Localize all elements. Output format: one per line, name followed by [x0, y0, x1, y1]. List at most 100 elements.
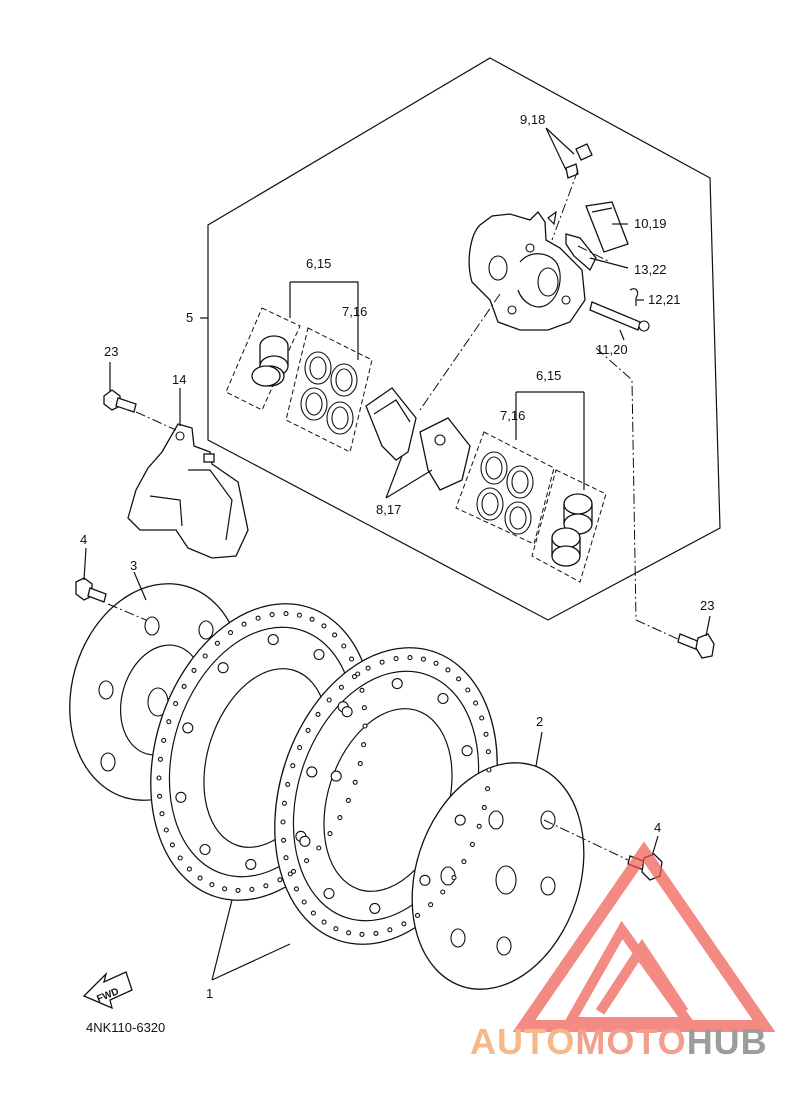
disc-drill-hole	[362, 723, 368, 729]
callout-14: 14	[172, 372, 186, 387]
brake-pads	[365, 387, 471, 491]
disc-drill-hole	[245, 858, 257, 870]
disc-drill-hole	[227, 630, 234, 636]
caliper-assembly-outline	[207, 57, 721, 621]
disc-drill-hole	[315, 711, 321, 717]
disc-drill-hole	[296, 612, 302, 618]
bolt-4-left	[75, 577, 107, 603]
disc-drill-hole	[461, 859, 467, 865]
disc-drill-hole	[359, 931, 365, 937]
disc-drill-hole	[486, 767, 492, 773]
disc-drill-hole	[393, 656, 399, 662]
disc-drill-hole	[387, 927, 393, 933]
disc-drill-hole	[283, 611, 289, 617]
disc-drill-hole	[297, 745, 303, 751]
disc-drill-hole	[345, 797, 351, 803]
disc-drill-hole	[338, 684, 344, 690]
disc-drill-hole	[341, 643, 347, 649]
disc-drill-hole	[186, 866, 192, 872]
disc-drill-hole	[357, 761, 363, 767]
watermark-text: AUTOMOTOHUB	[470, 1021, 768, 1062]
disc-drill-hole	[341, 706, 353, 718]
disc-drill-hole	[476, 823, 482, 829]
disc-drill-hole	[407, 655, 413, 661]
callout-23-left: 23	[104, 344, 118, 359]
callout-8-17: 8,17	[376, 502, 401, 517]
callout-13-22: 13,22	[634, 262, 667, 277]
disc-drill-hole	[182, 722, 194, 734]
disc-drill-hole	[287, 871, 293, 877]
disc-drill-hole	[333, 926, 339, 932]
disc-drill-hole	[156, 775, 162, 781]
disc-drill-hole	[161, 737, 167, 743]
disc-drill-hole	[285, 781, 291, 787]
disc-drill-hole	[263, 883, 269, 889]
disc-drill-hole	[326, 697, 332, 703]
disc-drill-hole	[361, 705, 367, 711]
callout-7-16-right: 7,16	[500, 408, 525, 423]
disc-drill-hole	[327, 831, 333, 837]
retaining-clip	[565, 233, 597, 272]
disc-drill-hole	[290, 868, 297, 874]
rear-disc-drill-holes-outer	[280, 655, 492, 937]
disc-drill-hole	[277, 877, 283, 883]
disc-drill-hole	[173, 701, 179, 707]
disc-drill-hole	[163, 827, 169, 833]
disc-drill-hole	[332, 632, 338, 638]
callout-11-20: 11,20	[596, 342, 628, 357]
disc-drill-hole	[309, 616, 315, 622]
disc-drill-hole	[473, 700, 479, 706]
disc-drill-hole	[440, 889, 446, 895]
callout-23-right: 23	[700, 598, 714, 613]
disc-drill-hole	[485, 786, 491, 792]
disc-drill-hole	[451, 875, 457, 881]
disc-drill-hole	[391, 678, 403, 690]
disc-drill-hole	[217, 662, 229, 674]
bolt-23-right	[677, 633, 715, 659]
disc-drill-hole	[191, 667, 197, 673]
disc-drill-hole	[169, 842, 175, 848]
disc-drill-hole	[483, 731, 489, 737]
disc-drill-hole	[293, 886, 299, 892]
pad-pin	[589, 288, 650, 332]
disc-drill-hole	[199, 843, 211, 856]
disc-drill-hole	[355, 671, 361, 677]
disc-drill-hole	[269, 612, 275, 618]
disc-drill-hole	[428, 902, 434, 908]
disc-drill-hole	[352, 779, 358, 785]
disc-drill-hole	[197, 875, 203, 881]
disc-drill-hole	[373, 930, 379, 936]
disc-drill-hole	[479, 715, 485, 721]
disc-drill-hole	[281, 837, 287, 843]
callout-1: 1	[206, 986, 213, 1001]
callout-6-15-left: 6,15	[306, 256, 331, 271]
disc-drill-hole	[255, 615, 261, 621]
disc-drill-hole	[280, 819, 286, 825]
disc-drill-hole	[365, 665, 371, 671]
piston-seal-group-right	[455, 431, 607, 583]
disc-drill-hole	[330, 770, 342, 782]
disc-drill-hole	[235, 887, 241, 893]
assembly-centerlines	[107, 169, 681, 861]
disc-drill-hole	[321, 623, 327, 629]
disc-drill-hole	[177, 855, 183, 861]
callout-7-16-left: 7,16	[342, 304, 367, 319]
disc-drill-hole	[321, 919, 327, 925]
disc-drill-hole	[485, 749, 491, 755]
disc-drill-hole	[267, 634, 279, 646]
disc-drill-hole	[209, 882, 215, 888]
disc-drill-hole	[379, 659, 385, 665]
disc-drill-hole	[349, 656, 355, 662]
disc-drill-hole	[290, 763, 296, 769]
disc-drill-hole	[420, 656, 426, 662]
disc-drill-hole	[214, 640, 220, 646]
callout-labels: 9,18 10,19 13,22 12,21 11,20 6,15 7,16 5…	[80, 112, 714, 1001]
disc-drill-hole	[445, 667, 451, 673]
disc-drill-hole	[299, 835, 311, 847]
disc-drill-hole	[241, 621, 247, 627]
disc-drill-hole	[175, 791, 187, 803]
disc-drill-hole	[157, 793, 163, 799]
callout-3: 3	[130, 558, 137, 573]
disc-drill-hole	[461, 745, 473, 757]
disc-drill-hole	[310, 910, 316, 916]
